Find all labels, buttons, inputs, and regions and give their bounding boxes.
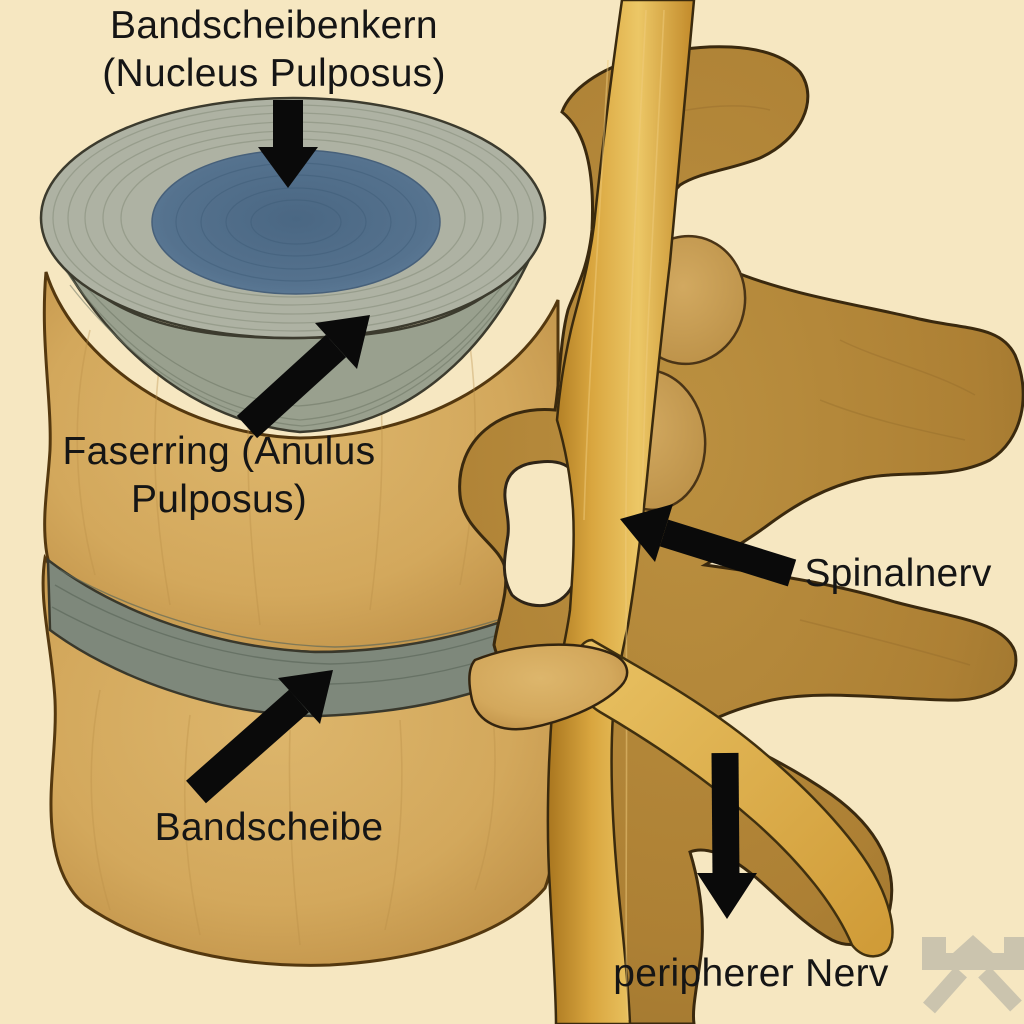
arrow-bandscheibe xyxy=(186,670,333,804)
label-bandscheibenkern-line2: (Nucleus Pulposus) xyxy=(102,51,446,95)
label-faserring: Faserring (Anulus Pulposus) xyxy=(63,428,376,523)
label-bandscheibe: Bandscheibe xyxy=(155,804,384,852)
label-peripherer-nerv: peripherer Nerv xyxy=(613,950,888,998)
label-spinalnerv: Spinalnerv xyxy=(804,550,991,598)
label-faserring-line1: Faserring (Anulus xyxy=(62,430,376,473)
spinal-nerve-cord xyxy=(546,0,696,1024)
label-spinalnerv-text: Spinalnerv xyxy=(804,552,992,595)
arrow-peripherer-nerv xyxy=(697,752,757,919)
cord-fiber-texture xyxy=(583,9,665,1021)
label-bandscheibenkern-line1: Bandscheibenkern xyxy=(110,4,438,47)
label-peripherer-nerv-text: peripherer Nerv xyxy=(613,952,889,995)
arrow-spinalnerv xyxy=(620,504,797,587)
arrow-nucleus xyxy=(258,100,318,188)
arrow-anulus xyxy=(236,315,370,439)
label-bandscheibe-text: Bandscheibe xyxy=(154,806,384,849)
label-bandscheibenkern: Bandscheibenkern (Nucleus Pulposus) xyxy=(102,2,446,97)
vertebra-lower-corner-outline xyxy=(468,643,629,731)
label-faserring-line2: Pulposus) xyxy=(130,477,308,521)
top-disc-side-streaks xyxy=(47,237,536,427)
brand-watermark-icon xyxy=(922,935,1024,1014)
vertebra-upper-fiber-texture xyxy=(76,329,476,626)
